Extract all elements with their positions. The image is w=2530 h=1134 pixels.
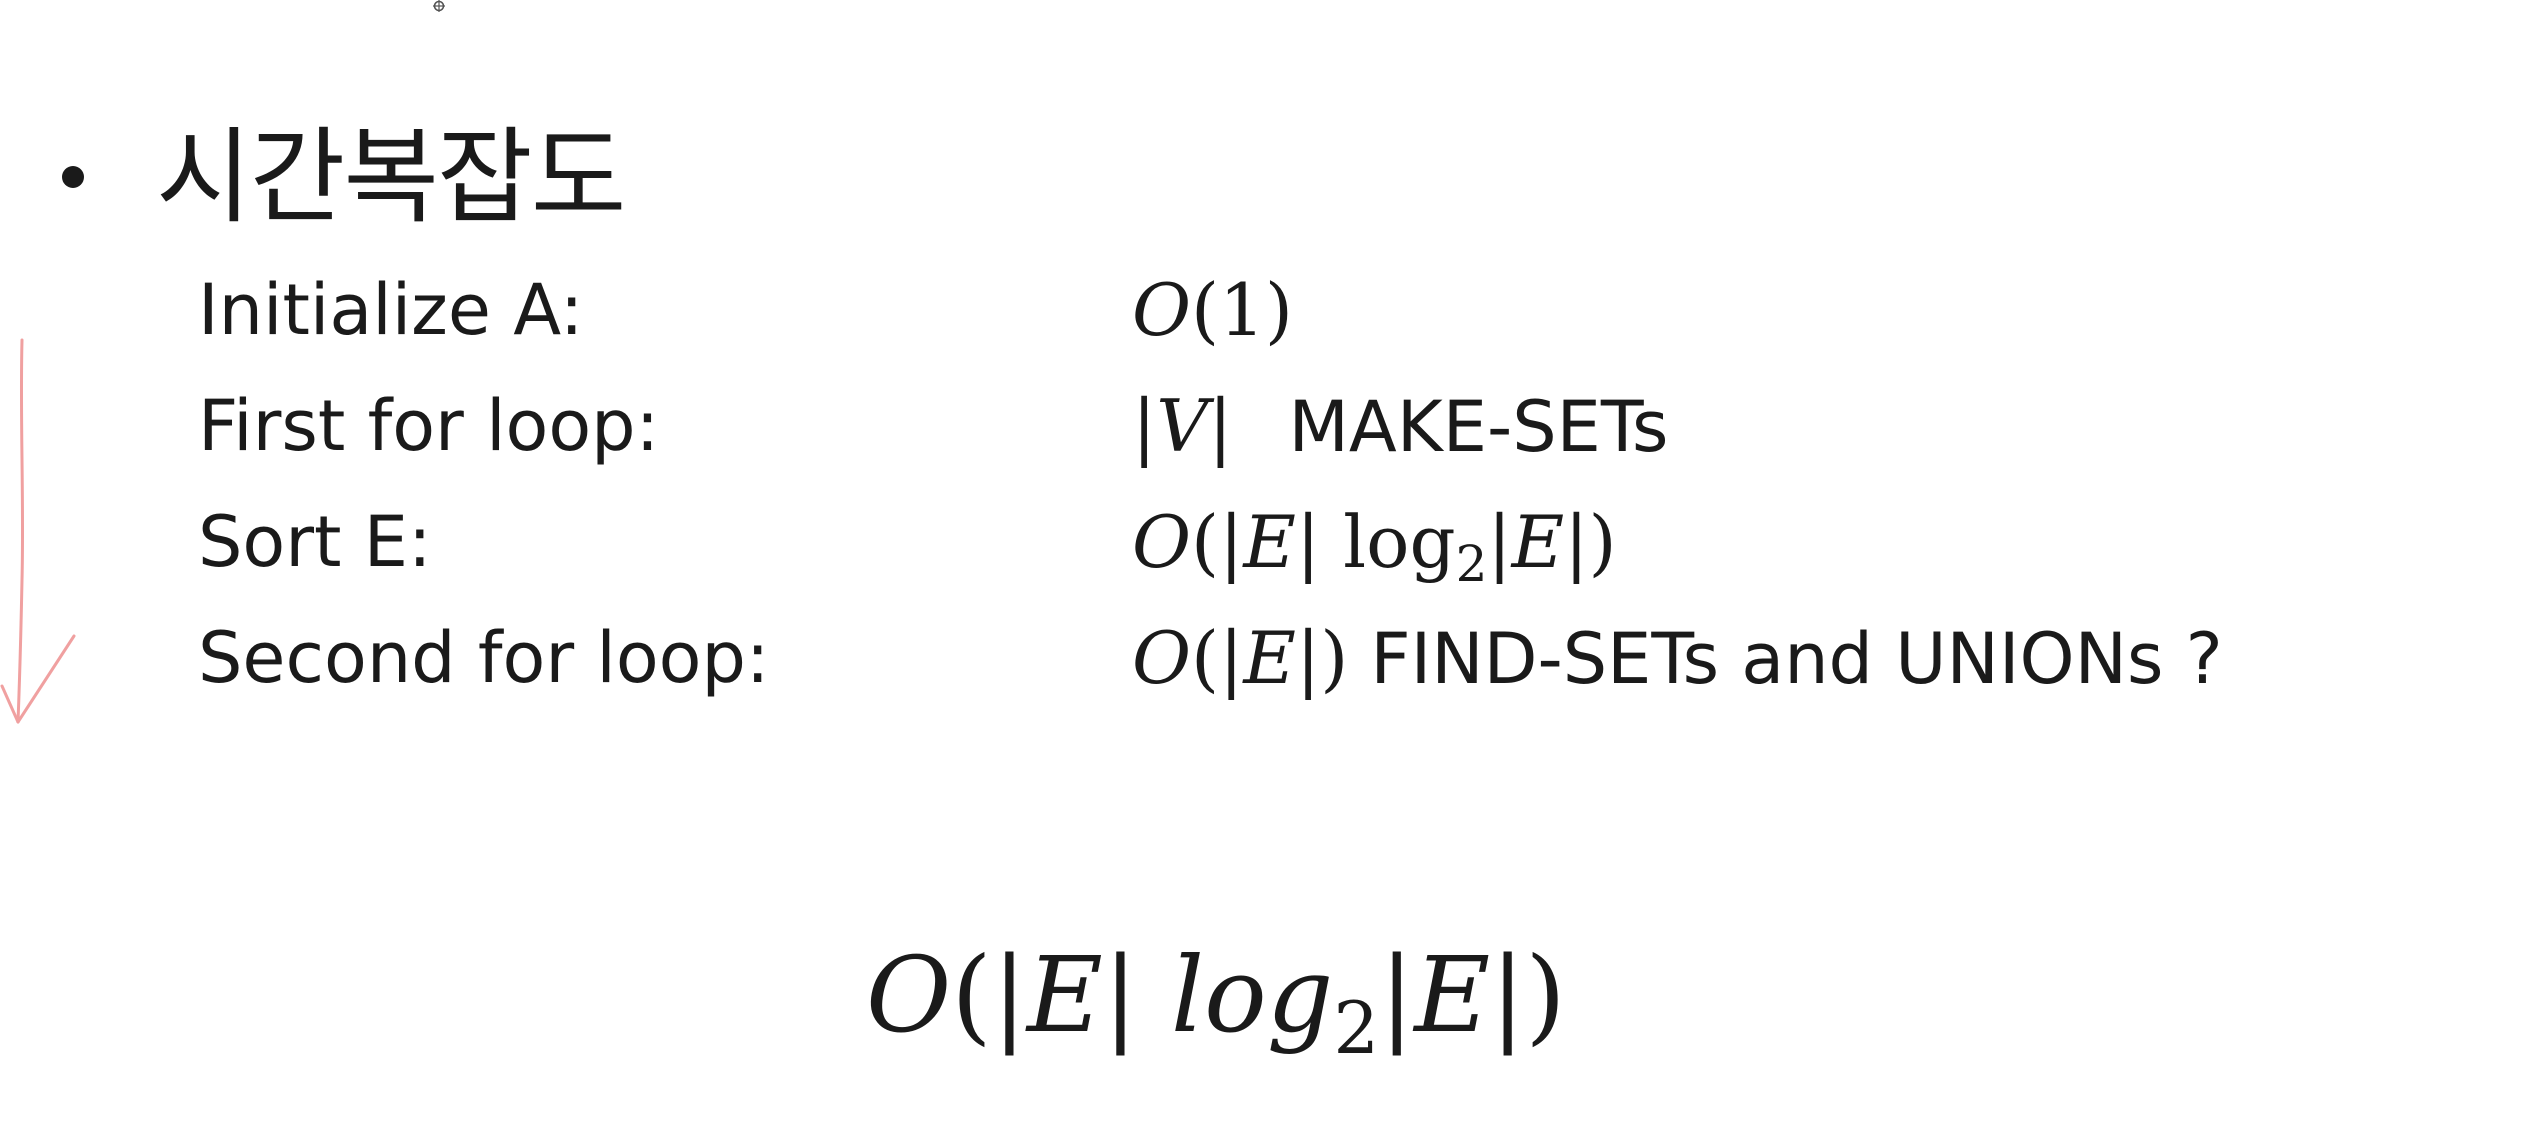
step-complexity: |V|MAKE-SETs [1132,384,1669,468]
step-label: Initialize A: [198,269,584,351]
step-complexity: O(1) [1132,268,1294,352]
total-complexity-formula: O(|E| log2|E|) [866,934,1566,1070]
step-complexity: O(|E| log2|E|) [1132,500,1617,593]
slide-heading: 시간복잡도 [62,112,626,242]
step-row-initialize: Initialize A: O(1) [0,260,2530,360]
heading-text: 시간복잡도 [156,116,626,238]
step-label: Sort E: [198,501,432,583]
step-row-sort: Sort E: O(|E| log2|E|) [0,492,2530,593]
step-label: Second for loop: [198,617,770,699]
step-row-second-loop: Second for loop: O(|E|)FIND-SETs and UNI… [0,608,2530,708]
step-row-first-loop: First for loop: |V|MAKE-SETs [0,376,2530,476]
step-complexity: O(|E|)FIND-SETs and UNIONs ? [1132,616,2223,700]
bullet-icon [62,166,84,188]
step-label: First for loop: [198,385,660,467]
pointer-cursor-icon [433,0,445,12]
arrow-down-icon [0,338,76,724]
